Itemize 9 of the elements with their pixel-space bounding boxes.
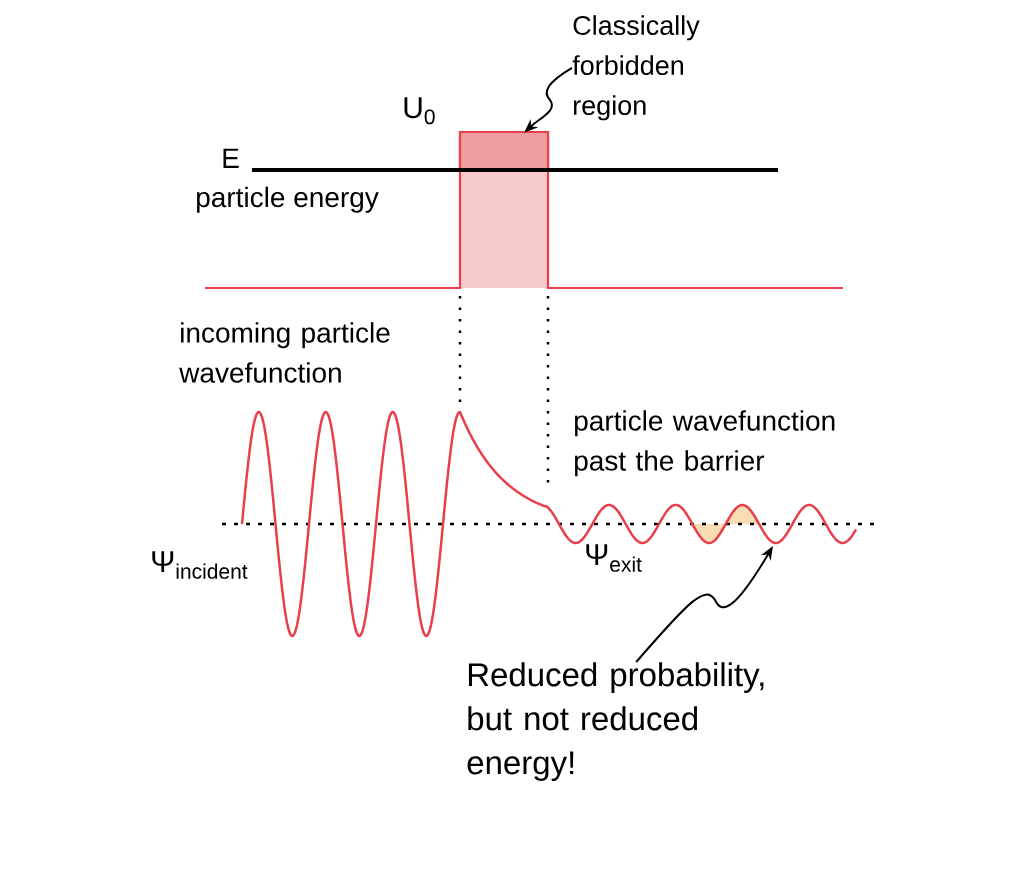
note-text: Reduced probability, but not reduced energy!	[467, 662, 764, 781]
wave-caption: particle wavefunction past the barrier	[575, 410, 835, 477]
energy-label: E	[223, 148, 239, 168]
wave-caption: incoming particle wavefunction	[179, 322, 390, 383]
exit-wave-label: Ψ$_{exit}$	[586, 544, 642, 572]
incident-wave-label: Ψ$_{incident}$	[152, 551, 248, 579]
energy-caption: particle energy	[197, 186, 379, 213]
barrier-height-label: U$_{0}$	[404, 97, 435, 125]
callout-text: Classically forbidden region	[572, 15, 700, 121]
